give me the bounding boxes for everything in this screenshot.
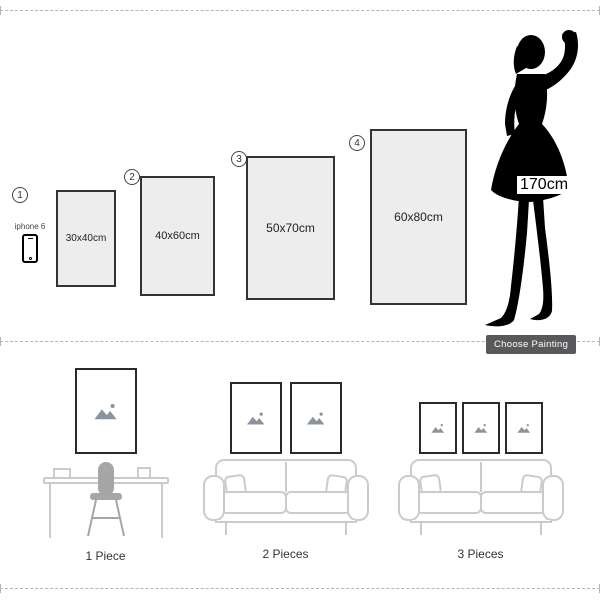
choose-painting-button[interactable]: Choose Painting [486,335,577,354]
size-frame-50x70: 50x70cm [246,156,335,300]
size-option-number-2: 2 [124,169,140,185]
model-height-label: 170cm [517,176,572,194]
phone-speaker [27,238,33,239]
phone-icon [22,234,38,263]
desk-illustration [42,462,169,538]
sofa-illustration [202,459,369,535]
scene-3-pieces: 3 Pieces [388,362,573,561]
image-placeholder-icon [93,404,117,420]
wall-frame [418,402,457,454]
wall-frame [289,382,342,454]
woman-silhouette-icon [485,30,578,327]
divider-tick [0,6,1,15]
dashed-divider-bottom [0,588,600,589]
dashed-divider-top [0,10,600,11]
phone-scale-reference: iphone 6 [10,222,50,263]
sofa-illustration [397,459,564,535]
scene-label: 3 Pieces [457,547,504,561]
phone-home-button [28,257,32,260]
wall-frames-row [418,362,543,454]
size-frame-label: 60x80cm [394,210,443,224]
wall-frame [461,402,500,454]
dashed-divider-middle [0,341,600,342]
size-option-number-4: 4 [349,135,365,151]
wall-frame [229,382,282,454]
scene-label: 2 Pieces [262,547,309,561]
divider-tick [0,337,1,346]
image-placeholder-icon [246,412,264,425]
scene-label: 1 Piece [85,549,126,563]
scene-1-piece: 1 Piece [28,362,183,563]
wall-frame [504,402,543,454]
size-frame-40x60: 40x60cm [140,176,215,296]
size-frame-60x80: 60x80cm [370,129,467,305]
size-frame-label: 30x40cm [65,233,107,244]
phone-label: iphone 6 [14,222,46,231]
size-option-number-1: 1 [12,187,28,203]
wall-frame [74,368,137,454]
scene-2-pieces: 2 Pieces [193,362,378,561]
size-frame-30x40: 30x40cm [56,190,116,287]
size-option-number-3: 3 [231,151,247,167]
image-placeholder-icon [516,424,530,433]
size-frame-label: 50x70cm [266,221,315,235]
wall-frames-row [74,362,137,454]
size-frame-label: 40x60cm [155,230,200,242]
wall-frames-row [229,362,342,454]
image-placeholder-icon [306,412,324,425]
image-placeholder-icon [473,424,487,433]
divider-tick [0,584,1,593]
image-placeholder-icon [430,424,444,433]
